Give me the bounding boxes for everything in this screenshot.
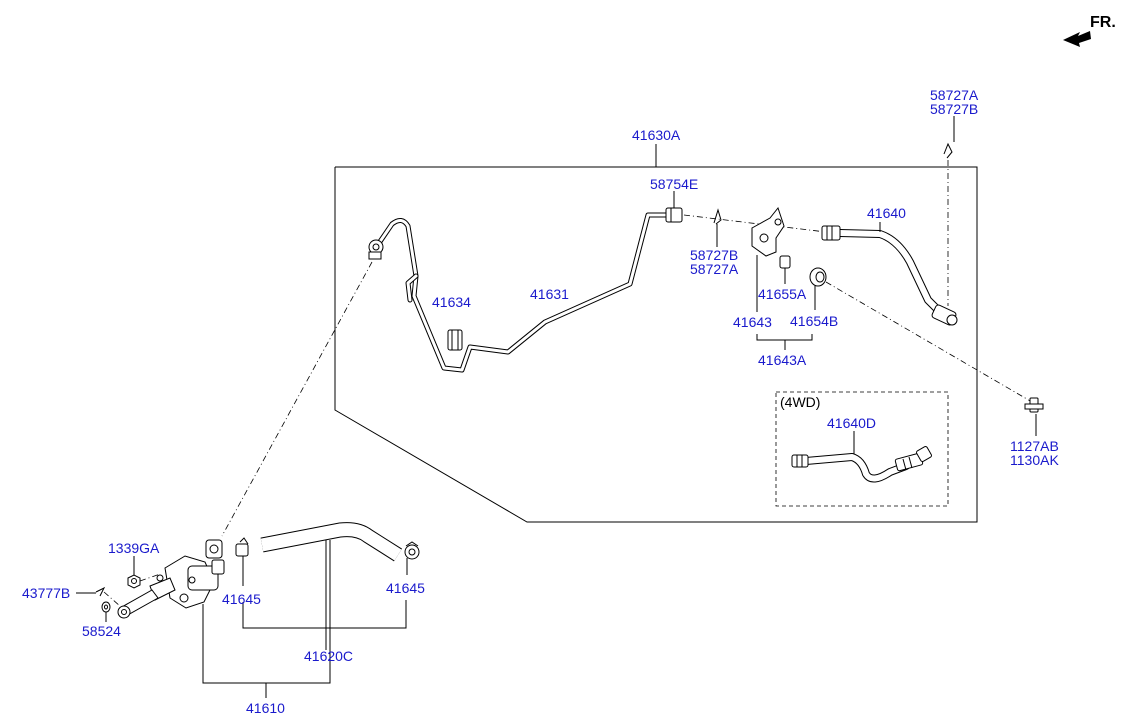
forward-arrow-icon: [1063, 31, 1091, 47]
hose-41620C[interactable]: [260, 522, 403, 562]
clip-58727-top[interactable]: [943, 142, 953, 159]
bracket-41620C-group: [242, 600, 407, 629]
callout-58727B-mid[interactable]: 58727B: [690, 247, 738, 263]
hose-41640[interactable]: [821, 225, 958, 326]
connection-line-nut: [139, 573, 161, 582]
bracket-41610-group: [202, 604, 331, 684]
callout-41645-left[interactable]: 41645: [222, 591, 261, 607]
sleeve-41655A[interactable]: [779, 255, 791, 269]
callout-41630A[interactable]: 41630A: [632, 127, 681, 143]
tube-41631[interactable]: [374, 212, 671, 373]
callout-41620C[interactable]: 41620C: [304, 648, 353, 664]
connection-line-bolt: [825, 281, 1033, 403]
variant-label: (4WD): [780, 394, 820, 410]
bolt-1127AB[interactable]: [1024, 397, 1044, 413]
callout-58727B-top[interactable]: 58727B: [930, 101, 978, 117]
washer-58524[interactable]: [101, 601, 111, 613]
callout-41654B[interactable]: 41654B: [790, 313, 838, 329]
callout-58524[interactable]: 58524: [82, 623, 121, 639]
connection-line-pin: [103, 591, 121, 607]
callout-41631[interactable]: 41631: [530, 286, 569, 302]
tube-end-fitting[interactable]: [368, 239, 384, 260]
bracket-41643A-group: [756, 334, 813, 341]
callout-41640[interactable]: 41640: [867, 205, 906, 221]
callout-41634[interactable]: 41634: [432, 294, 471, 310]
pin-43777B[interactable]: [95, 586, 106, 597]
direction-label: FR.: [1090, 14, 1116, 31]
callout-43777B[interactable]: 43777B: [22, 585, 70, 601]
grommet-41654B[interactable]: [809, 267, 827, 287]
forward-direction-indicator: FR.: [1063, 14, 1116, 47]
assembly-outline-41630A: [334, 166, 978, 523]
hose-41640D[interactable]: [791, 446, 932, 483]
clamp-41645-right[interactable]: [404, 541, 420, 560]
clip-41634[interactable]: [447, 329, 463, 351]
callout-58727A-top[interactable]: 58727A: [930, 87, 979, 103]
callout-1339GA[interactable]: 1339GA: [108, 540, 160, 556]
callout-58727A-mid[interactable]: 58727A: [690, 261, 739, 277]
connection-line-top: [683, 214, 827, 233]
callout-41645-right[interactable]: 41645: [386, 580, 425, 596]
clip-58727-mid[interactable]: [713, 208, 722, 225]
callout-1130AK[interactable]: 1130AK: [1010, 452, 1059, 468]
callout-41640D[interactable]: 41640D: [827, 415, 876, 431]
connection-line-master: [221, 261, 373, 537]
variant-box-4wd: (4WD): [775, 391, 949, 507]
callout-41643A[interactable]: 41643A: [758, 352, 807, 368]
callout-1127AB[interactable]: 1127AB: [1010, 438, 1059, 454]
callout-58754E[interactable]: 58754E: [650, 176, 698, 192]
callout-41610[interactable]: 41610: [246, 700, 285, 716]
callout-41655A[interactable]: 41655A: [758, 286, 807, 302]
nut-1339GA[interactable]: [127, 574, 141, 589]
fitting-58754E[interactable]: [665, 207, 683, 223]
callout-41643[interactable]: 41643: [733, 314, 772, 330]
bracket-41643[interactable]: [751, 206, 785, 257]
master-cylinder-41610[interactable]: [117, 539, 225, 619]
clamp-41645-left[interactable]: [235, 537, 249, 557]
callout-labels: 41630A 58727A 58727B 58754E 41640 58727B…: [22, 87, 1059, 716]
